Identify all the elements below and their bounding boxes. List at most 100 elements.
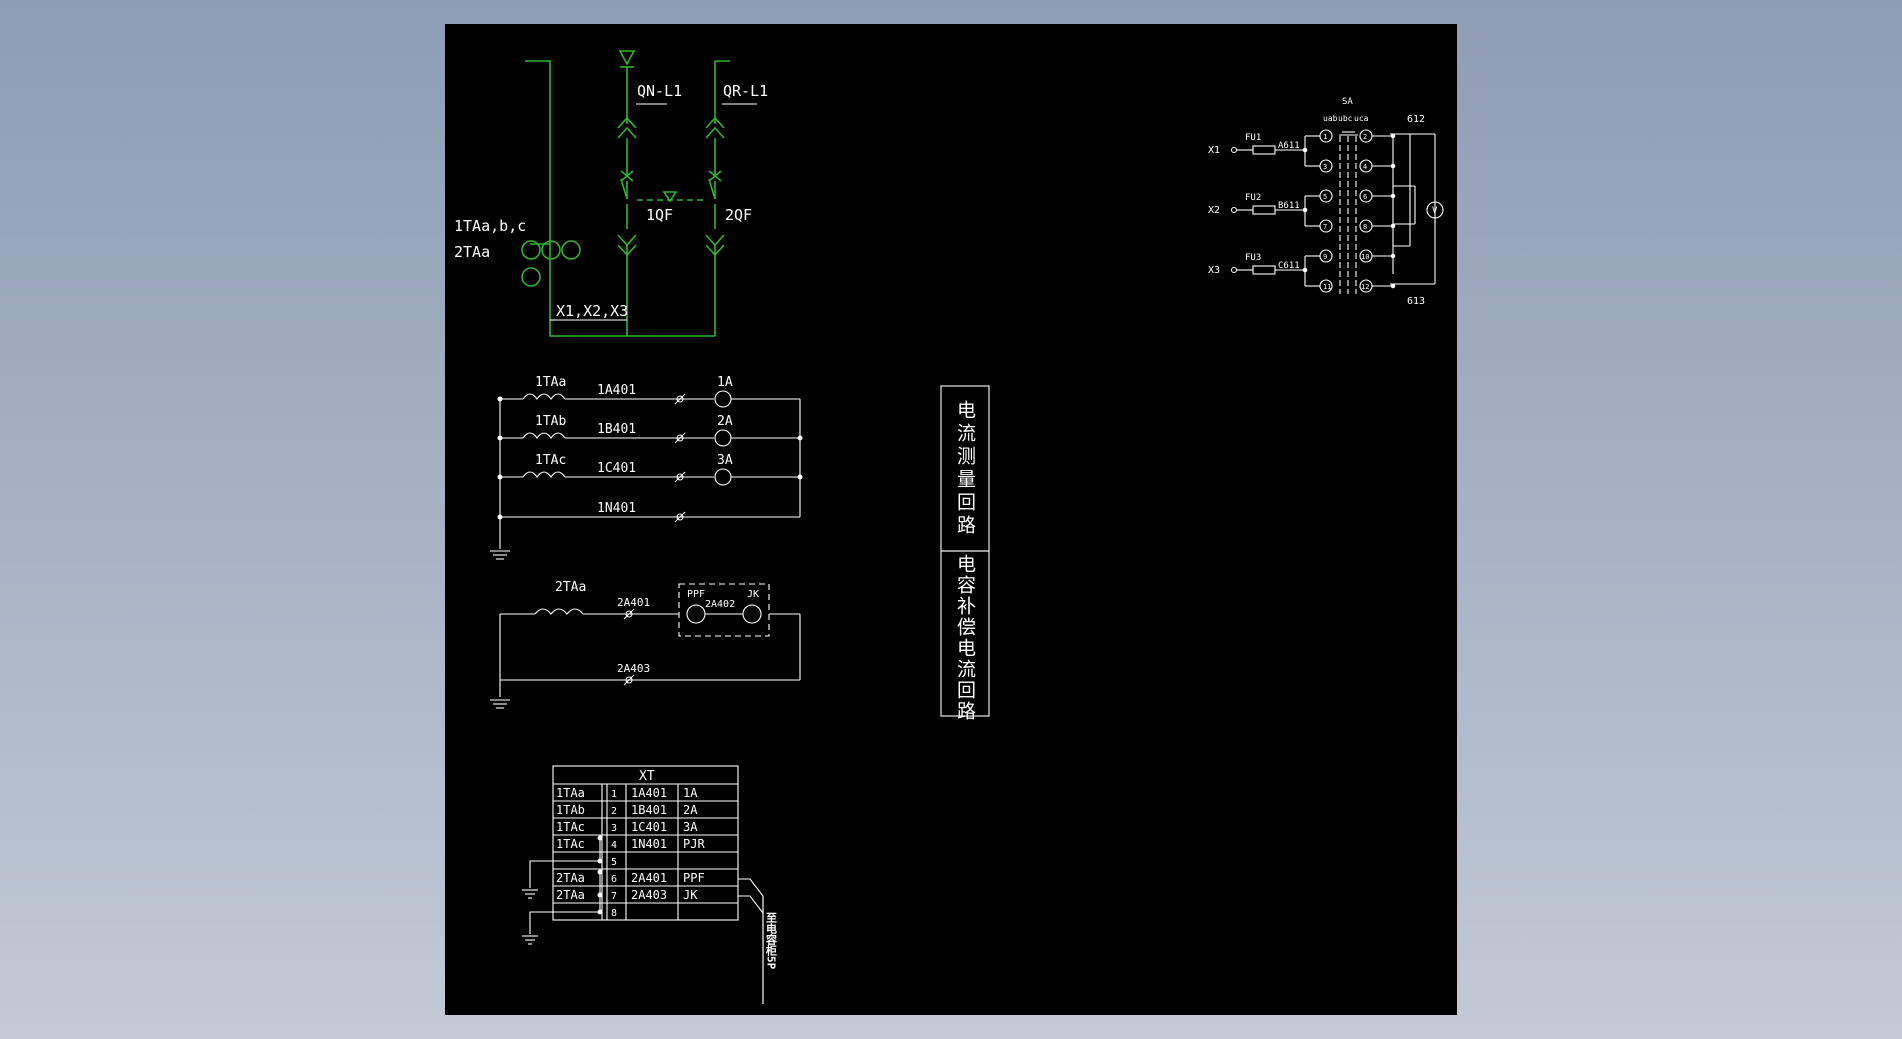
ct-a-label: 1TAa,b,c [454,217,526,235]
wire-2a403: 2A403 [617,662,650,675]
input-x3: X3 [1208,265,1220,276]
terminal-cell: 1B401 [631,803,667,817]
wire-2a401: 2A401 [617,596,650,609]
title-boxes [940,385,990,717]
schematic-svg: QN-L1 QR-L1 1QF 2QF 1TAa,b,c 2TAa X1,X2,… [454,50,1444,1004]
terminal-table [522,765,764,1004]
wire-1b401: 1B401 [597,422,636,437]
breaker-1qf-label: 1QF [646,206,673,224]
input-x1: X1 [1208,145,1220,156]
terminal-cell: 2A403 [631,888,667,902]
fuse-label: FU2 [1245,193,1261,203]
terminal-cell: 2TAa [556,871,585,885]
terminal-cell: 3 [611,823,617,834]
terminal-cell: 1N401 [631,837,667,851]
terminal-cell: 1A [683,786,698,800]
contact-number: 2 [1363,133,1367,141]
terminal-note: 至电容柜5P [765,912,779,970]
terminal-cell: 1A401 [631,786,667,800]
terminal-cell: 8 [611,908,617,919]
jk-label: JK [747,589,759,600]
switch-contact [1319,279,1333,293]
drawing-sheet: QN-L1 QR-L1 1QF 2QF 1TAa,b,c 2TAa X1,X2,… [445,24,1457,1015]
qr-label: QR-L1 [723,82,768,100]
ct-1tac-label: 1TAc [535,453,566,468]
contact-number: 3 [1323,163,1327,171]
contact-number: 8 [1363,223,1367,231]
ct-row-c [497,468,803,486]
ct-row-b [497,429,803,447]
voltage-circuit [1339,131,1444,294]
terminal-cell: 2 [611,806,617,817]
sa-label: SA [1342,97,1353,107]
qn-label: QN-L1 [637,82,682,100]
switch-contact [1319,129,1333,143]
wire-1n401: 1N401 [597,501,636,516]
terminal-cell: PJR [683,837,705,851]
terminal-cell: 7 [611,891,617,902]
bus-613-label: 613 [1407,296,1425,307]
cable-label: X1,X2,X3 [556,302,628,320]
compensation-circuit [490,583,801,709]
voltmeter-label: V [1432,206,1438,216]
wire-label: A611 [1278,141,1300,151]
contact-number: 7 [1323,223,1327,231]
contact-number: 4 [1363,163,1367,171]
contact-number: 1 [1323,133,1327,141]
wire-label: B611 [1278,201,1300,211]
terminal-cell: 4 [611,840,617,851]
contact-number: 5 [1323,193,1327,201]
terminal-cell: 2A401 [631,871,667,885]
sa-pos-3: uca [1354,114,1369,123]
fuse-label: FU3 [1245,253,1261,263]
terminal-cell: 1TAa [556,786,585,800]
wire-1c401: 1C401 [597,461,636,476]
fuse [1252,265,1276,275]
terminal-cell: 1TAc [556,820,585,834]
switch-contact [1319,249,1333,263]
input-terminal [1230,206,1238,214]
current-measurement-circuit [490,399,801,560]
terminal-cell: 2A [683,803,698,817]
contact-number: 12 [1361,283,1369,291]
terminal-cell: 6 [611,874,617,885]
input-terminal [1230,266,1238,274]
input-terminal [1230,146,1238,154]
terminal-cell: 1 [611,789,617,800]
terminal-cell: JK [683,888,698,902]
switch-contact [1319,219,1333,233]
fuse-label: FU1 [1245,133,1261,143]
terminal-cell: 2TAa [556,888,585,902]
bus-612-label: 612 [1407,114,1425,125]
primary-circuit [521,50,757,337]
meter-3a: 3A [717,453,733,468]
title-current-measurement: 电流测量回路 [954,400,976,538]
contact-number: 10 [1361,253,1369,261]
fuse [1252,205,1276,215]
breaker-2qf-label: 2QF [725,206,752,224]
sa-pos-2: ubc [1338,114,1353,123]
switch-contact [1319,159,1333,173]
terminal-cell: 5 [611,857,617,868]
wire-label: C611 [1278,261,1300,271]
ct-1tab-label: 1TAb [535,414,566,429]
terminal-cell: 1TAc [556,837,585,851]
title-capacitor-compensation: 电容补偿电流回路 [954,554,976,722]
fuse [1252,145,1276,155]
wire-1a401: 1A401 [597,383,636,398]
switch-contact [1319,189,1333,203]
sa-pos-1: uab [1323,114,1338,123]
terminal-cell: PPF [683,871,705,885]
contact-number: 6 [1363,193,1367,201]
terminal-cell: 1C401 [631,820,667,834]
terminal-cell: 3A [683,820,698,834]
ct-1taa-label: 1TAa [535,375,566,390]
wire-2a402: 2A402 [705,599,735,610]
meter-1a: 1A [717,375,733,390]
contact-number: 9 [1323,253,1327,261]
contact-number: 11 [1323,283,1331,291]
input-x2: X2 [1208,205,1220,216]
ct-b-label: 2TAa [454,243,490,261]
